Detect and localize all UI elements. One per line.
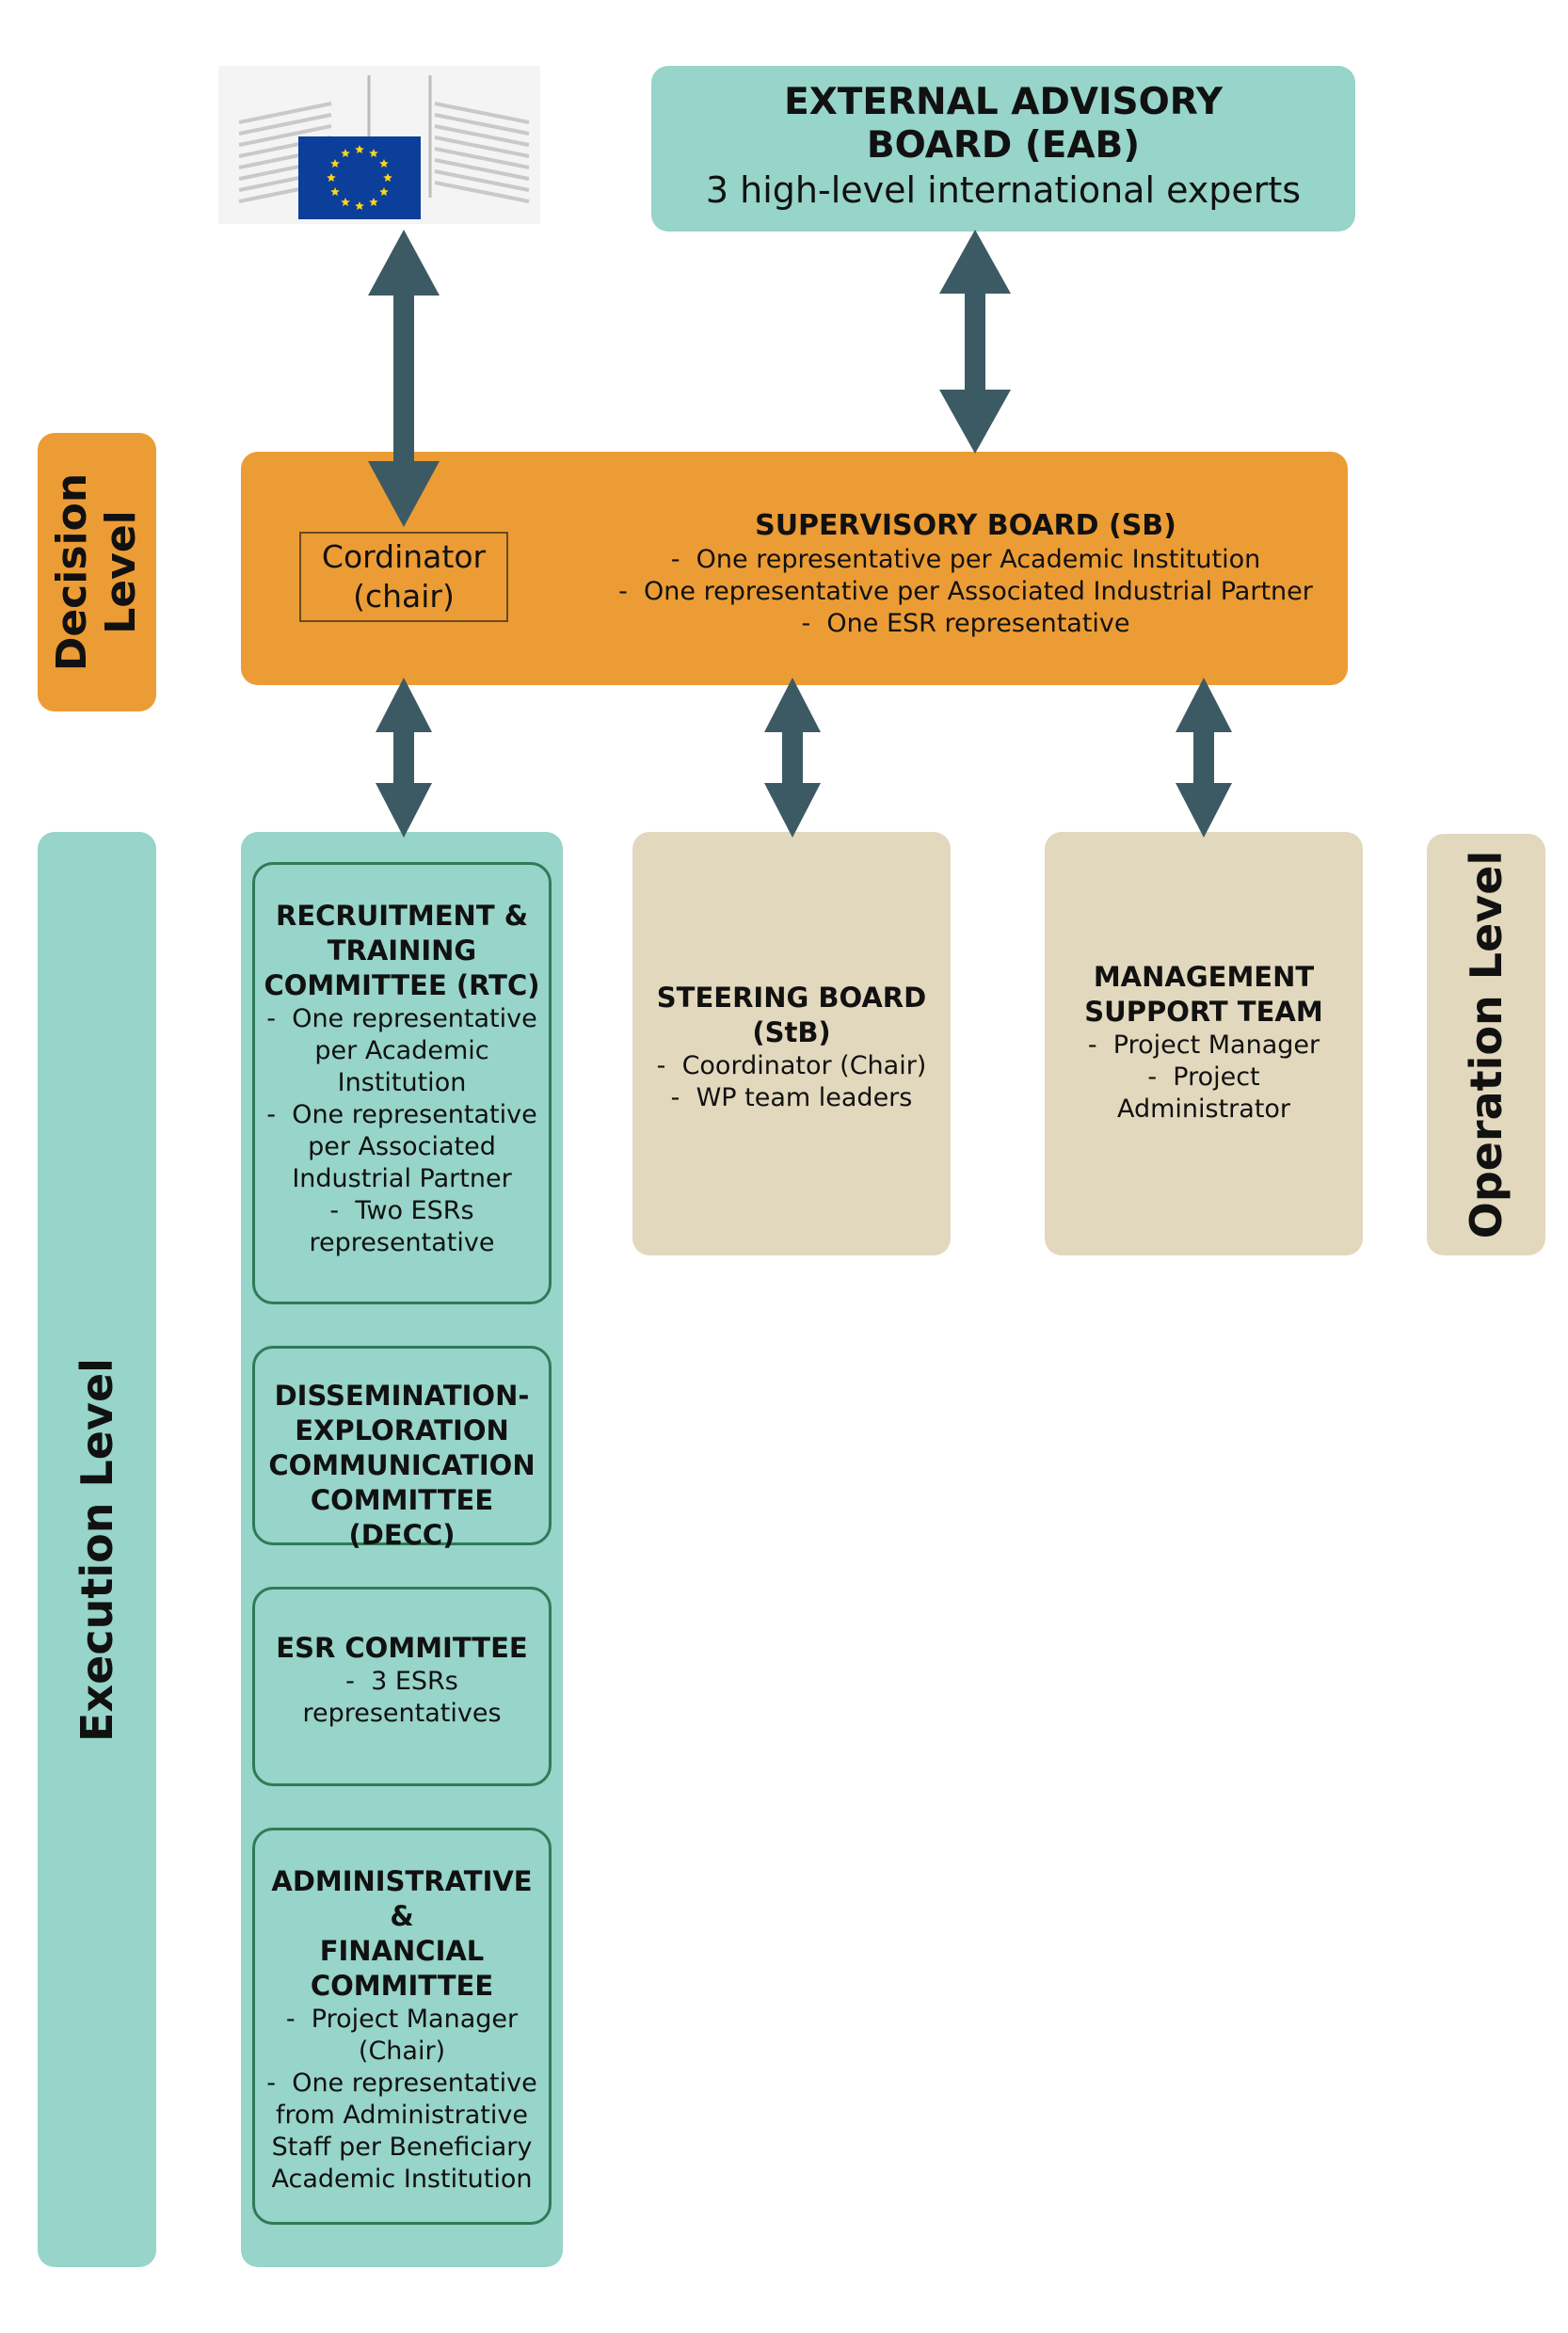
decc-title-line2: EXPLORATION (295, 1414, 509, 1446)
management-title-line2: SUPPORT TEAM (1084, 996, 1323, 1028)
steering-board: STEERING BOARD (StB) Coordinator (Chair)… (632, 832, 951, 1255)
afc-title-line3: COMMITTEE (310, 1970, 494, 2002)
management-members: Project Manager Project Administrator (1064, 1030, 1344, 1126)
decc-title-line1: DISSEMINATION- (274, 1380, 530, 1412)
rtc-title-line1: RECRUITMENT & (276, 900, 528, 932)
eu-star-icon (327, 173, 336, 183)
afc-title-line2: FINANCIAL (319, 1935, 485, 1967)
eu-star-icon (330, 159, 340, 168)
eu-star-icon (379, 159, 389, 168)
eu-star-icon (369, 197, 378, 207)
admin-financial-committee: ADMINISTRATIVE & FINANCIAL COMMITTEE Pro… (252, 1828, 552, 2225)
afc-title-line1: ADMINISTRATIVE & (271, 1865, 533, 1932)
coordinator-line2: (chair) (353, 578, 455, 615)
eu-commission-logo (218, 66, 540, 224)
rtc-item: One representative per Academic Institut… (261, 1003, 543, 1099)
eu-star-icon (379, 187, 389, 197)
management-item: Project Administrator (1064, 1062, 1344, 1126)
double-arrow-icon (764, 678, 821, 838)
coordinator-line1: Cordinator (321, 538, 487, 575)
eu-star-icon (341, 149, 350, 158)
double-arrow-icon (1176, 678, 1232, 838)
steering-title-line2: (StB) (752, 1016, 831, 1048)
eu-star-icon (330, 187, 340, 197)
management-support-team: MANAGEMENT SUPPORT TEAM Project Manager … (1045, 832, 1363, 1255)
steering-item: WP team leaders (642, 1082, 941, 1114)
supervisory-item: One representative per Academic Institut… (608, 544, 1323, 576)
eu-star-icon (341, 197, 350, 207)
rtc-members: One representative per Academic Institut… (261, 1003, 543, 1259)
double-arrow-icon (939, 230, 1011, 454)
eab-title-line2: BOARD (EAB) (866, 124, 1141, 167)
supervisory-members: One representative per Academic Institut… (608, 544, 1323, 640)
double-arrow-icon (376, 678, 432, 838)
afc-item: One representative from Administrative S… (259, 2068, 545, 2196)
supervisory-title: SUPERVISORY BOARD (SB) (755, 509, 1176, 542)
esr-members: 3 ESRs representatives (274, 1666, 530, 1730)
esr-committee: ESR COMMITTEE 3 ESRs representatives (252, 1587, 552, 1786)
afc-item: Project Manager (Chair) (259, 2004, 545, 2068)
supervisory-item: One representative per Associated Indust… (608, 576, 1323, 608)
steering-members: Coordinator (Chair) WP team leaders (642, 1050, 941, 1114)
execution-level-label: Execution Level (38, 832, 156, 2267)
eu-star-icon (369, 149, 378, 158)
eu-building-graphic (238, 75, 530, 219)
decision-level-label: Decision Level (38, 433, 156, 711)
operation-level-label: Operation Level (1427, 834, 1545, 1255)
management-title-line1: MANAGEMENT (1093, 961, 1315, 993)
decc-title-line3: COMMUNICATION (268, 1449, 536, 1481)
eu-star-icon (355, 201, 364, 211)
eab-subtitle: 3 high-level international experts (705, 169, 1302, 211)
afc-members: Project Manager (Chair) One representati… (259, 2004, 545, 2196)
rtc-item: Two ESRs representative (261, 1195, 543, 1259)
external-advisory-board: EXTERNAL ADVISORY BOARD (EAB) 3 high-lev… (651, 66, 1355, 232)
rtc-title-line2: TRAINING (327, 935, 477, 967)
rtc-title-line3: COMMITTEE (RTC) (264, 969, 540, 1001)
decc-committee: DISSEMINATION- EXPLORATION COMMUNICATION… (252, 1346, 552, 1551)
rtc-committee: RECRUITMENT & TRAINING COMMITTEE (RTC) O… (252, 862, 552, 1304)
eu-star-icon (355, 145, 364, 154)
management-item: Project Manager (1064, 1030, 1344, 1062)
steering-title-line1: STEERING BOARD (656, 982, 927, 1014)
coordinator-box: Cordinator (chair) (299, 532, 508, 622)
eu-star-icon (383, 173, 392, 183)
supervisory-board: Cordinator (chair) SUPERVISORY BOARD (SB… (241, 452, 1348, 685)
decc-title-line4: COMMITTEE (DECC) (310, 1484, 494, 1551)
esr-item: 3 ESRs representatives (274, 1666, 530, 1730)
esr-title: ESR COMMITTEE (276, 1632, 528, 1664)
supervisory-item: One ESR representative (608, 608, 1323, 640)
eab-title-line1: EXTERNAL ADVISORY (784, 81, 1223, 123)
rtc-item: One representative per Associated Indust… (261, 1099, 543, 1195)
double-arrow-icon (368, 230, 440, 527)
steering-item: Coordinator (Chair) (642, 1050, 941, 1082)
